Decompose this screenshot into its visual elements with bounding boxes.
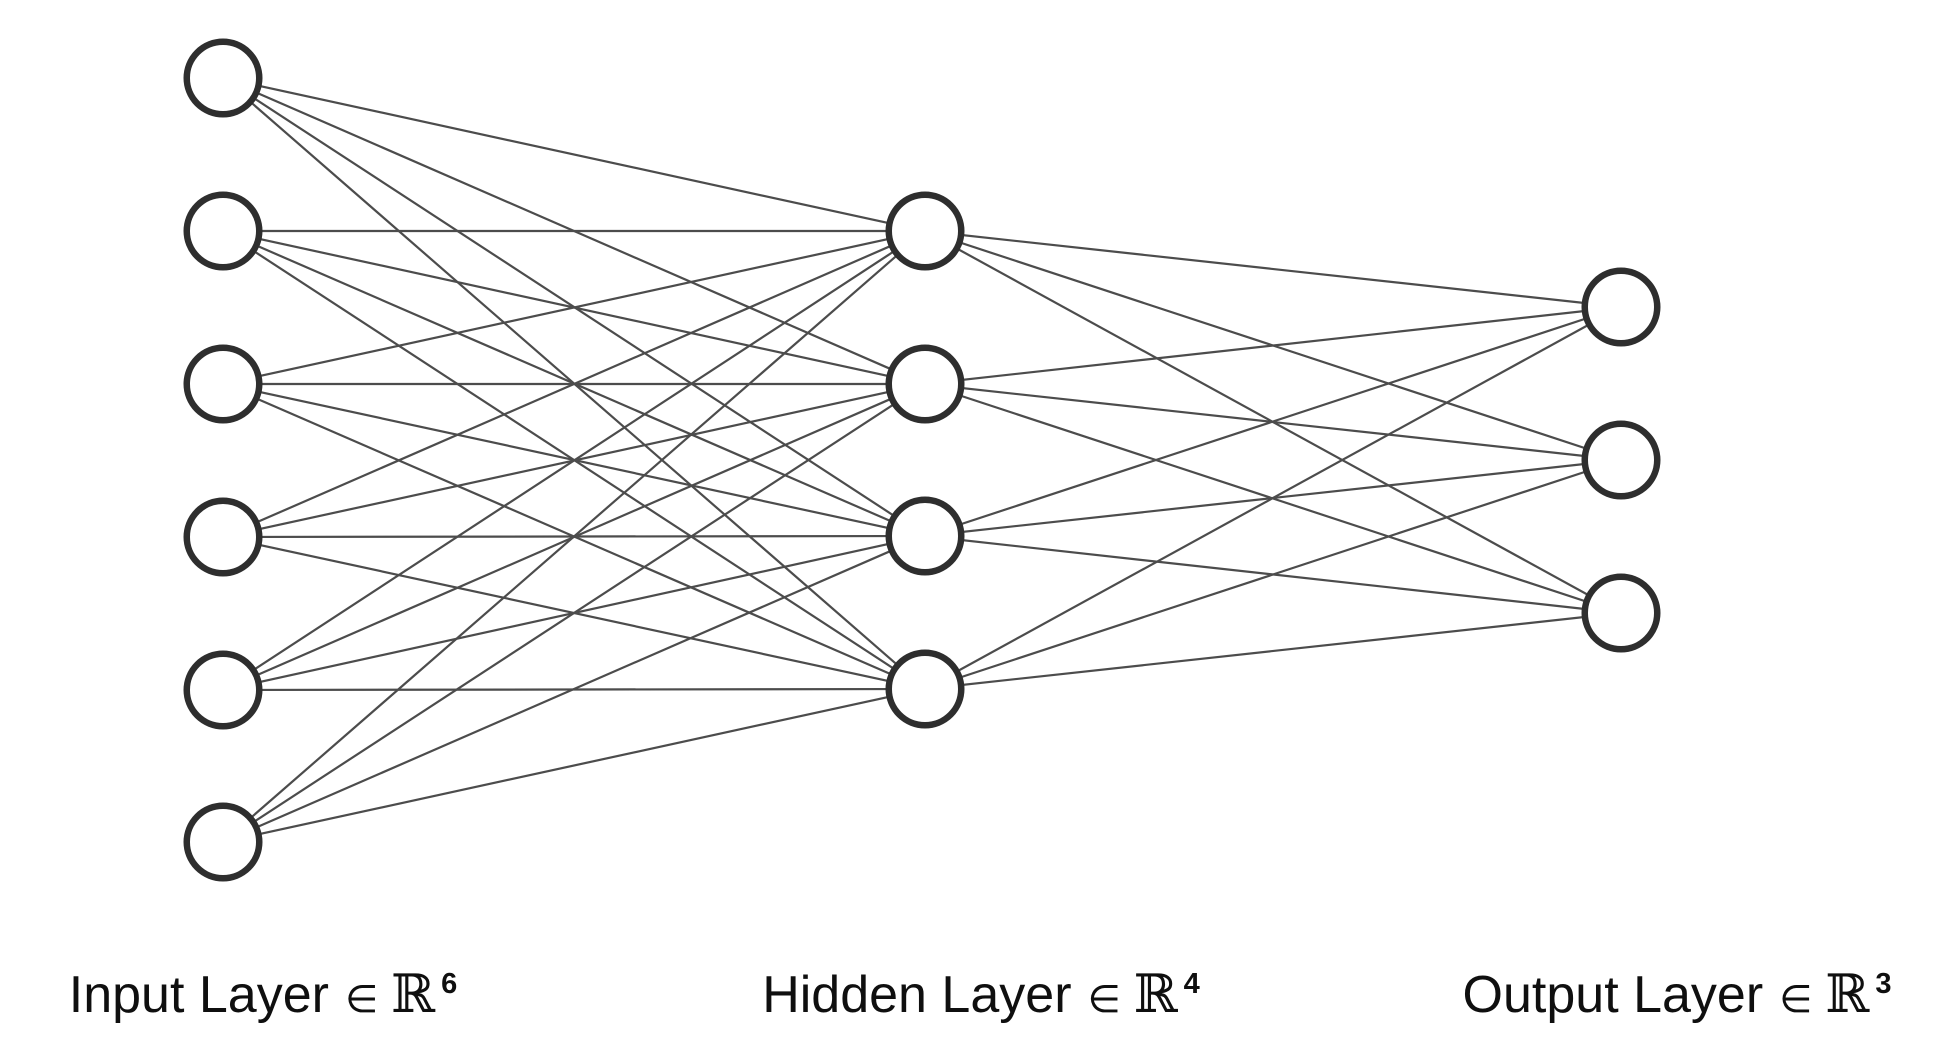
output-node-1 [1581, 267, 1661, 347]
hidden-node-4 [885, 649, 965, 729]
real-numbers-symbol: ℝ [1133, 964, 1178, 1025]
hidden-node-3 [885, 496, 965, 576]
output-node-2 [1581, 420, 1661, 500]
hidden-node-2 [885, 344, 965, 424]
input-node-4 [183, 497, 263, 577]
edge-input1-hidden1 [222, 76, 926, 233]
edge-hidden4-output1 [924, 306, 1622, 690]
edge-hidden3-output1 [924, 305, 1622, 538]
edge-hidden1-output1 [924, 229, 1622, 309]
hidden-layer-name: Hidden Layer [762, 966, 1072, 1024]
edge-input6-hidden2 [222, 383, 926, 843]
output-dimension-superscript: 3 [1875, 968, 1892, 1000]
hidden-dimension-superscript: 4 [1183, 968, 1200, 1000]
edge-hidden4-output3 [924, 611, 1622, 691]
edge-input4-hidden1 [222, 229, 926, 539]
input-node-5 [183, 650, 263, 730]
edge-input6-hidden3 [222, 534, 926, 844]
output-layer-name: Output Layer [1462, 966, 1764, 1024]
edge-input6-hidden1 [222, 230, 926, 843]
edge-input3-hidden1 [222, 229, 926, 386]
element-of-symbol: ∈ [344, 977, 379, 1021]
input-layer-name: Input Layer [68, 966, 329, 1024]
hidden-node-1 [885, 191, 965, 271]
edge-input5-hidden1 [222, 230, 926, 691]
input-node-1 [183, 38, 263, 118]
real-numbers-symbol: ℝ [1825, 964, 1870, 1025]
element-of-symbol: ∈ [1779, 977, 1813, 1021]
element-of-symbol: ∈ [1087, 977, 1121, 1021]
edge-hidden2-output1 [924, 305, 1622, 386]
input-node-2 [183, 191, 263, 271]
output-node-3 [1581, 573, 1661, 653]
input-dimension-superscript: 6 [441, 968, 458, 1000]
real-numbers-symbol: ℝ [391, 964, 436, 1025]
edge-hidden4-output2 [924, 458, 1622, 691]
input-node-6 [183, 802, 263, 882]
input-node-3 [183, 344, 263, 424]
edge-input6-hidden4 [222, 687, 926, 844]
